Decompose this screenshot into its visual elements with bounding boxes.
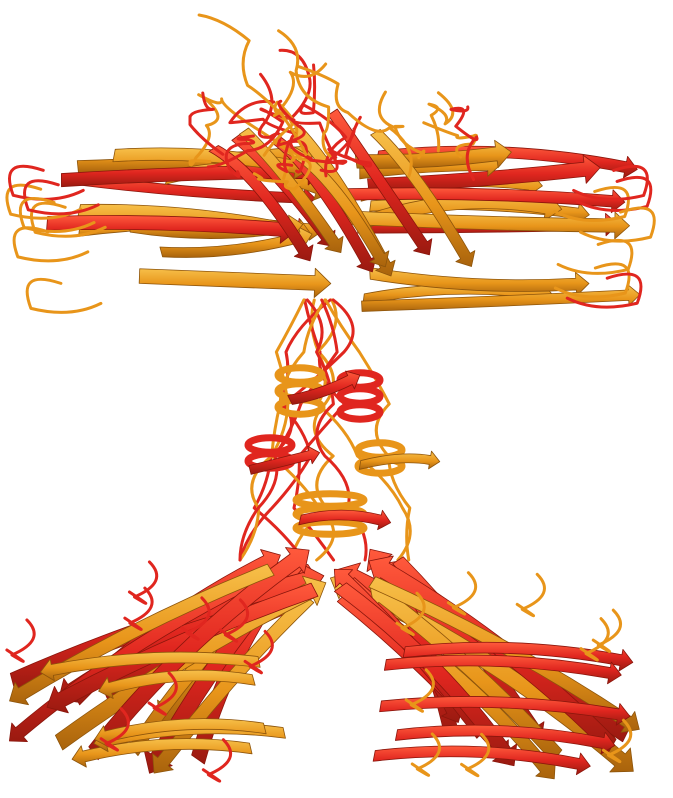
coil: [27, 279, 101, 312]
beta-strand: [139, 268, 331, 297]
coil: [448, 573, 475, 614]
coil: [429, 93, 453, 151]
helix-turn: [248, 438, 292, 452]
beta-strand: [299, 510, 391, 530]
helix-turn: [340, 389, 380, 403]
central-stalk: [240, 300, 440, 560]
helix-turn: [340, 405, 380, 419]
lower-domain: [9, 548, 639, 779]
coil: [7, 620, 34, 661]
coil: [517, 574, 544, 615]
helix-turn: [278, 368, 322, 382]
